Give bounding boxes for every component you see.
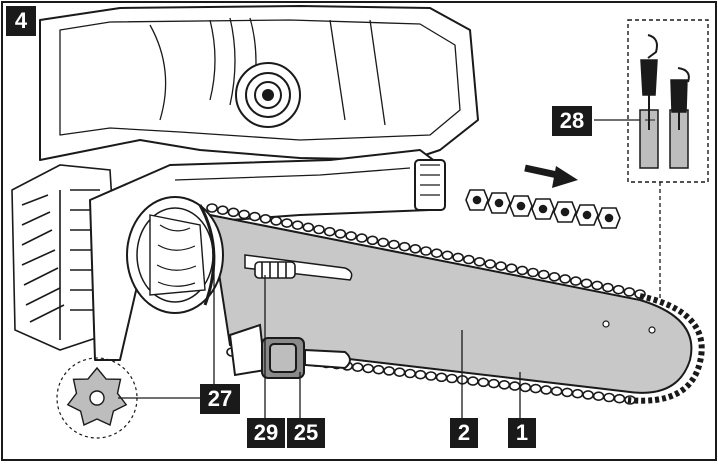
callout-28: 28 <box>552 106 592 136</box>
chain-link <box>462 254 475 265</box>
chain-link <box>281 218 293 228</box>
chain-link <box>592 391 605 402</box>
chain-link <box>508 381 521 391</box>
callout-25: 25 <box>287 418 325 448</box>
callout-2: 2 <box>450 418 478 448</box>
chain-link <box>377 237 390 248</box>
chain-link <box>516 265 529 276</box>
chain-link <box>613 393 626 404</box>
chain-link <box>404 368 416 379</box>
callout-1: 1 <box>508 418 536 448</box>
chain-rivet <box>582 210 592 220</box>
chain-link <box>249 211 261 222</box>
chain-link <box>441 250 454 261</box>
chain-link <box>259 214 272 224</box>
chain-link <box>505 263 518 274</box>
chain-link <box>529 383 542 394</box>
chain-rivet <box>560 207 570 217</box>
chain-link <box>582 390 594 400</box>
chain-link <box>569 276 582 286</box>
chain-link <box>313 224 325 235</box>
chain-link <box>291 220 304 230</box>
chain-link <box>414 369 427 380</box>
chain-link <box>345 231 357 241</box>
chain-link <box>571 388 584 399</box>
chain-link <box>473 256 486 267</box>
inset-cutter-right <box>669 67 690 169</box>
chain-link <box>561 387 574 398</box>
saw-chain-nose <box>627 293 705 404</box>
chain-link <box>550 386 563 397</box>
chain-tensioner <box>228 323 351 379</box>
chain-link <box>527 267 539 278</box>
chain-link <box>495 261 507 271</box>
chain-link <box>537 269 550 280</box>
chain-link <box>435 372 448 383</box>
chain-link <box>446 373 458 384</box>
chain-rivet <box>494 198 504 208</box>
chain-link <box>216 205 229 215</box>
chain-link <box>393 367 406 378</box>
chain-link <box>548 271 561 282</box>
chain-link <box>238 209 250 220</box>
chain-link <box>372 364 385 375</box>
sprocket-icon <box>56 357 138 439</box>
sprocket-clutch <box>126 196 224 314</box>
figure-number-badge: 4 <box>6 6 36 36</box>
chain-link <box>409 244 422 254</box>
chain-link <box>487 378 500 389</box>
chain-link <box>383 366 395 376</box>
tensioning-knob <box>235 62 301 128</box>
chain-link <box>362 363 375 374</box>
chain-link <box>270 216 283 226</box>
callout-27: 27 <box>200 384 240 414</box>
inset-cutter-left <box>639 34 659 169</box>
chain-link <box>540 385 553 395</box>
chain-link <box>559 274 571 284</box>
chain-link <box>591 280 604 291</box>
chain-link <box>425 371 437 381</box>
chain-link <box>602 282 614 293</box>
guide-bar-nose-hole <box>648 326 656 334</box>
chain-link <box>580 278 593 289</box>
chain-link <box>612 284 625 295</box>
chain-link <box>206 203 218 213</box>
chain-rivet <box>538 204 548 214</box>
chain-rivet <box>472 195 482 205</box>
chain-link <box>430 248 443 258</box>
chain-link <box>334 229 347 239</box>
chain-link <box>398 241 411 252</box>
callout-29: 29 <box>247 418 285 448</box>
saw-chain-top <box>206 203 646 299</box>
chain-link <box>227 207 240 218</box>
chain-link <box>623 287 636 297</box>
chain-link <box>366 235 379 246</box>
chain-link <box>498 379 511 390</box>
guide-bar-hole <box>602 320 610 328</box>
leader-lines <box>118 119 661 418</box>
arrow-right-icon <box>524 164 578 188</box>
chain-link <box>467 376 479 386</box>
bar-fastening-screw <box>254 261 296 279</box>
chain-link <box>484 259 497 269</box>
chain-link <box>302 222 315 233</box>
chain-rivet <box>604 213 614 223</box>
chain-segment-detail <box>465 189 621 229</box>
chain-link <box>477 377 490 388</box>
guide-bar-body <box>208 213 693 394</box>
chain-link <box>519 382 532 393</box>
chain-link <box>351 362 364 373</box>
chain-link <box>420 246 432 256</box>
chain-link <box>323 226 336 237</box>
chain-rivet <box>516 201 526 211</box>
chain-link <box>388 239 400 250</box>
chain-link <box>452 252 464 263</box>
chain-link <box>603 392 615 403</box>
chain-link <box>355 233 368 243</box>
